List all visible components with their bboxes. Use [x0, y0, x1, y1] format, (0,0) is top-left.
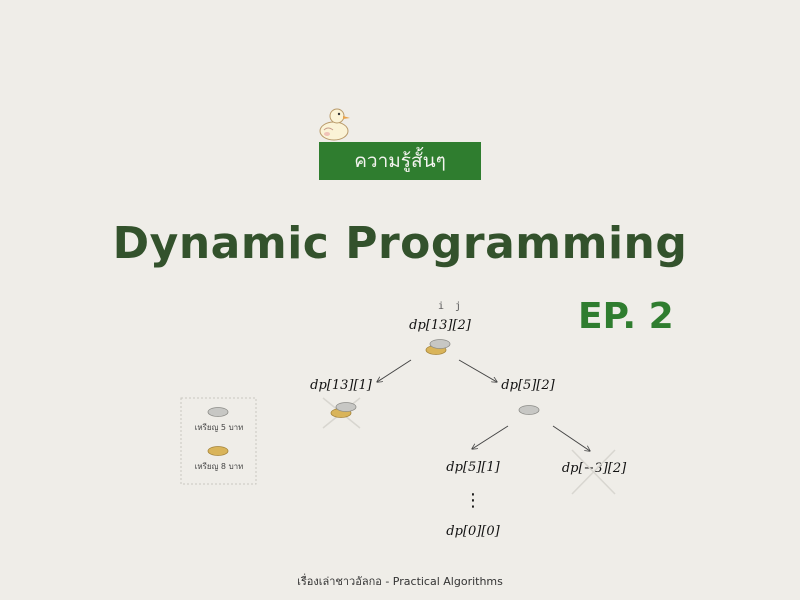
category-badge: ความรู้สั้นๆ	[319, 142, 481, 180]
gold-coin-icon	[207, 446, 229, 456]
invalid-node-cross-icon	[571, 449, 616, 495]
node-ellipsis: ⋮	[464, 490, 482, 511]
legend-coin8-label: เหรียญ 8 บาท	[195, 462, 244, 471]
silver-coin-icon	[207, 407, 229, 417]
edge-right-left	[472, 425, 509, 449]
edge-root-right	[458, 359, 497, 382]
node-right-right: dp[−3][2]	[562, 461, 627, 476]
node-right: dp[5][2]	[501, 378, 555, 393]
node-right-left: dp[5][1]	[446, 460, 500, 475]
node-root: dp[13][2]	[409, 318, 472, 333]
footer-credit: เรื่องเล่าชาวอัลกอ - Practical Algorithm…	[297, 575, 503, 588]
index-i-label: i	[438, 301, 444, 312]
node-base: dp[0][0]	[446, 524, 500, 539]
coin-legend: เหรียญ 5 บาท เหรียญ 8 บาท	[180, 397, 257, 485]
root-coins-icon	[425, 339, 451, 355]
episode-label: EP. 2	[578, 296, 674, 337]
left-coins-crossed-icon	[322, 397, 361, 429]
page-title: Dynamic Programming	[112, 218, 688, 269]
node-left: dp[13][1]	[310, 378, 373, 393]
duck-mascot-icon	[319, 108, 350, 141]
index-j-label: j	[455, 301, 461, 312]
edge-right-right	[552, 425, 590, 451]
right-coin-icon	[518, 405, 540, 415]
edge-root-left	[377, 359, 412, 382]
legend-coin5-label: เหรียญ 5 บาท	[195, 423, 244, 432]
